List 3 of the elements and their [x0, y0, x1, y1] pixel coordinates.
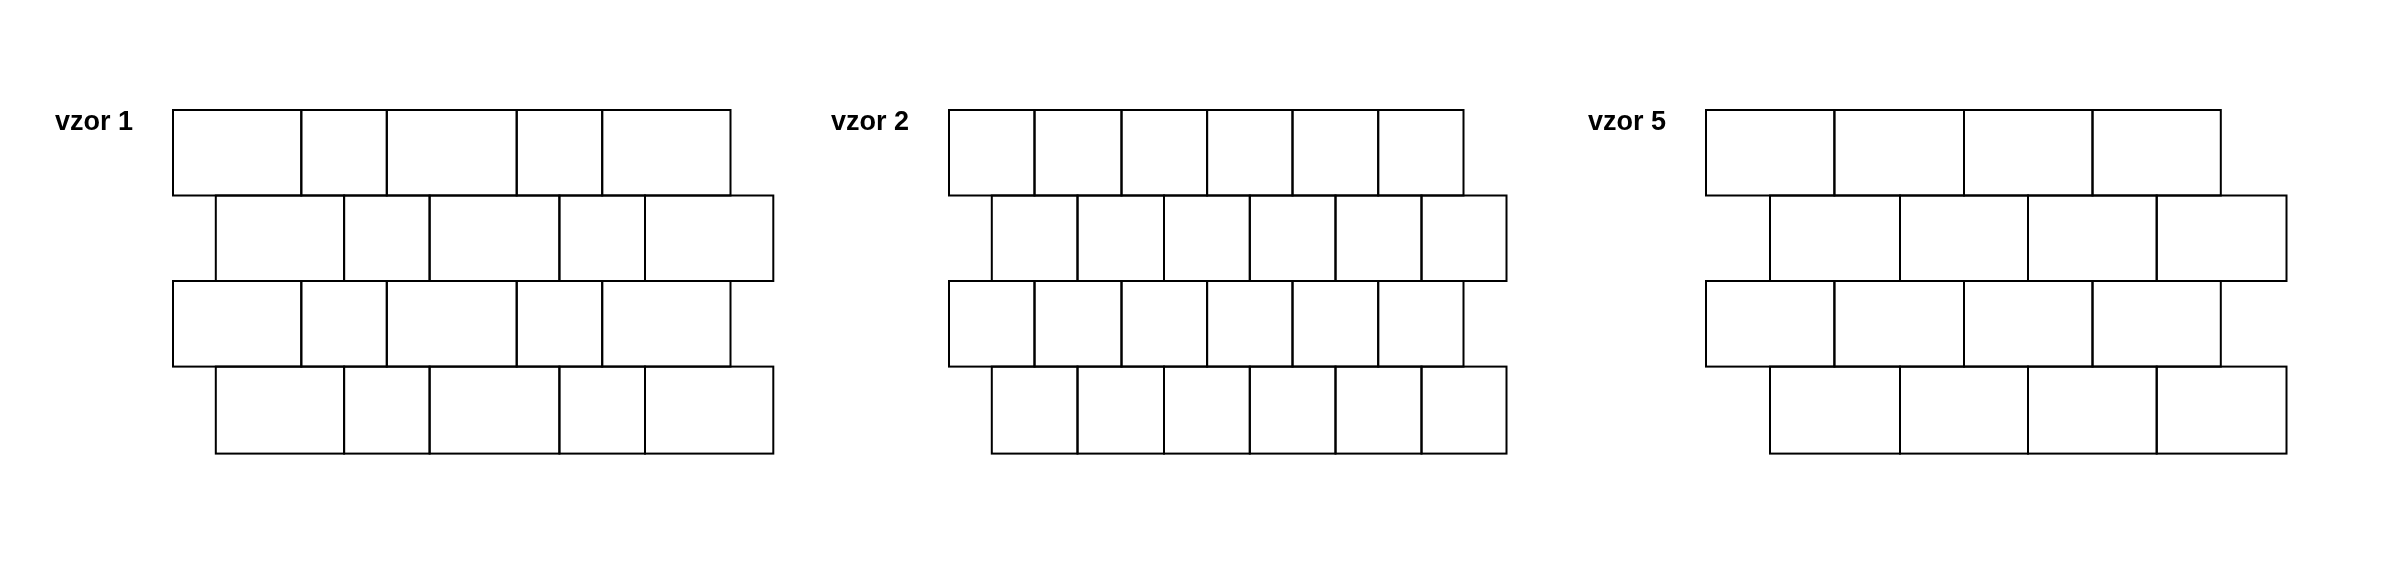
- pattern-label: vzor 1: [55, 108, 134, 135]
- pattern-label: vzor 2: [831, 108, 910, 135]
- pattern-label: vzor 5: [1588, 108, 1667, 135]
